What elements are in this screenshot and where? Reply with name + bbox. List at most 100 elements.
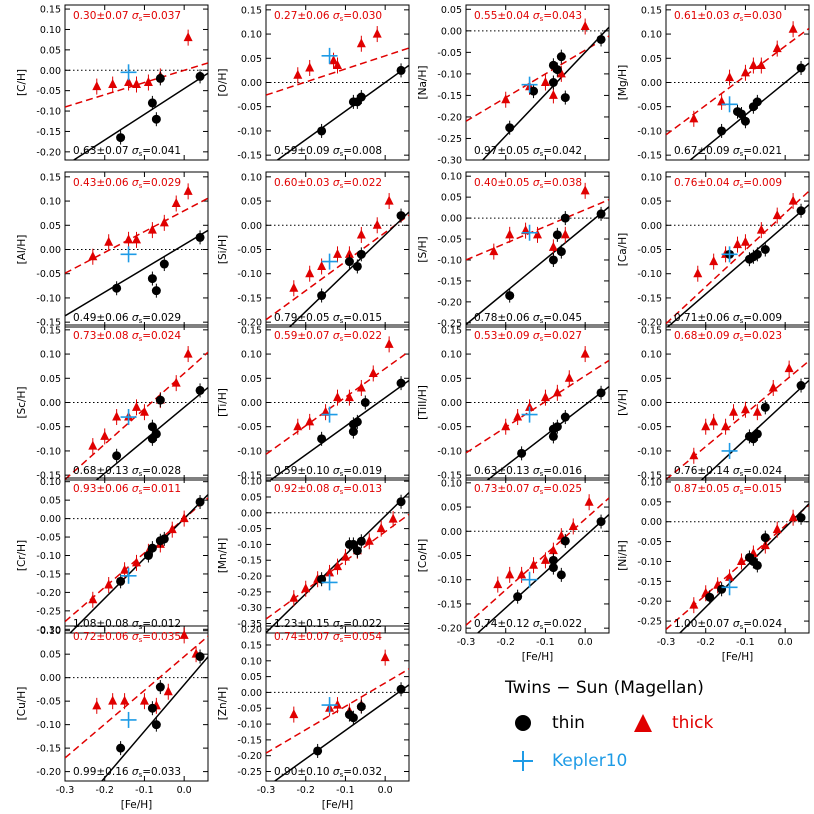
thick-point bbox=[384, 195, 394, 205]
thick-point bbox=[163, 686, 173, 696]
thick-point bbox=[88, 251, 98, 261]
thick-point bbox=[489, 246, 499, 256]
panel-plot-area bbox=[266, 649, 409, 781]
thick-point bbox=[333, 248, 342, 258]
thick-point bbox=[689, 113, 699, 123]
y-tick-label: 0.10 bbox=[40, 25, 61, 36]
y-tick-label: -0.10 bbox=[237, 126, 262, 137]
y-tick-label: 0.00 bbox=[40, 398, 61, 409]
thin-fit-annotation: 0.74±0.12 σs=0.022 bbox=[474, 618, 582, 631]
thick-point bbox=[92, 81, 102, 91]
thick-fit-annotation: 0.92±0.08 σs=0.013 bbox=[274, 483, 382, 496]
thin-point bbox=[717, 126, 727, 136]
y-tick-label: -0.15 bbox=[437, 599, 462, 610]
y-axis-label: [Ni/H] bbox=[617, 540, 629, 570]
y-axis-label: [Si/H] bbox=[217, 235, 229, 264]
thick-point bbox=[132, 557, 141, 567]
panel-7: 0.100.050.00-0.05-0.10-0.15-0.20[Ca/H]0.… bbox=[617, 171, 810, 329]
y-axis-label: [Cu/H] bbox=[16, 687, 28, 721]
thick-fit-annotation: 0.73±0.08 σs=0.024 bbox=[73, 330, 181, 343]
thin-point bbox=[344, 257, 354, 267]
thick-fit-line bbox=[666, 190, 809, 325]
thin-point bbox=[596, 517, 606, 527]
thick-fit-line bbox=[466, 497, 609, 626]
panel-3: 0.150.100.050.00-0.05-0.10-0.15[Mg/H]0.6… bbox=[617, 4, 810, 162]
y-tick-label: -0.20 bbox=[237, 572, 262, 583]
thick-point bbox=[183, 32, 193, 42]
thin-fit-annotation: 0.63±0.13 σs=0.016 bbox=[474, 465, 582, 478]
y-tick-label: -0.20 bbox=[36, 147, 61, 158]
y-tick-label: 0.10 bbox=[641, 172, 662, 183]
y-tick-label: 0.00 bbox=[40, 245, 61, 256]
thin-fit-annotation: 0.99±0.16 σs=0.033 bbox=[73, 766, 181, 779]
thin-point bbox=[396, 378, 406, 388]
thick-point bbox=[552, 387, 562, 397]
y-tick-label: -0.25 bbox=[437, 318, 462, 329]
thin-point bbox=[560, 536, 570, 546]
thick-fit-line bbox=[666, 360, 809, 480]
y-tick-label: 0.10 bbox=[441, 172, 462, 183]
thick-point bbox=[340, 551, 350, 561]
thin-point bbox=[796, 381, 806, 391]
thin-fit-annotation: 1.00±0.07 σs=0.024 bbox=[674, 618, 782, 631]
panel-plot-area bbox=[266, 193, 409, 327]
thick-point bbox=[368, 367, 378, 377]
thick-fit-annotation: 0.73±0.07 σs=0.025 bbox=[474, 483, 582, 496]
thin-marker-icon bbox=[515, 715, 531, 731]
thin-point bbox=[705, 592, 715, 602]
thick-point bbox=[580, 348, 590, 358]
y-tick-label: 0.10 bbox=[241, 30, 262, 41]
y-tick-label: -0.20 bbox=[36, 588, 61, 599]
panel-14: 0.100.050.00-0.05-0.10-0.15-0.20-0.3-0.2… bbox=[417, 477, 610, 663]
y-tick-label: 0.00 bbox=[441, 214, 462, 225]
y-tick-label: 0.15 bbox=[241, 640, 262, 651]
thick-point bbox=[289, 592, 299, 602]
thick-point bbox=[305, 62, 315, 72]
thick-point bbox=[317, 260, 327, 270]
thin-point bbox=[560, 412, 570, 422]
thin-point bbox=[155, 73, 165, 83]
thick-point bbox=[725, 571, 735, 581]
thin-point bbox=[513, 592, 523, 602]
thin-fit-line bbox=[689, 62, 809, 160]
y-tick-label: -0.15 bbox=[237, 151, 262, 162]
thin-point bbox=[112, 283, 122, 293]
thick-point bbox=[768, 382, 778, 392]
y-tick-label: 0.05 bbox=[641, 54, 662, 65]
thin-point bbox=[552, 230, 562, 240]
y-tick-label: 0.00 bbox=[241, 78, 262, 89]
thin-fit-annotation: 0.79±0.05 σs=0.015 bbox=[274, 312, 382, 325]
y-tick-label: 0.10 bbox=[40, 626, 61, 637]
y-tick-label: -0.10 bbox=[637, 126, 662, 137]
y-tick-label: -0.35 bbox=[237, 619, 262, 630]
thin-point bbox=[317, 434, 327, 444]
thin-point bbox=[396, 684, 406, 694]
thin-fit-line bbox=[95, 387, 208, 480]
thin-fit-annotation: 0.90±0.10 σs=0.032 bbox=[274, 766, 382, 779]
thick-point bbox=[344, 392, 354, 402]
panel-frame bbox=[465, 4, 610, 161]
thick-point bbox=[772, 524, 782, 534]
thick-point bbox=[100, 430, 110, 440]
legend-title: Twins − Sun (Magellan) bbox=[505, 678, 704, 698]
x-tick-label: -0.3 bbox=[257, 785, 276, 796]
thin-fit-line bbox=[273, 684, 409, 781]
thick-point bbox=[721, 421, 731, 431]
y-tick-label: -0.15 bbox=[437, 471, 462, 482]
thin-fit-annotation: 0.63±0.07 σs=0.041 bbox=[73, 145, 181, 158]
thin-point bbox=[556, 52, 566, 62]
y-tick-label: -0.05 bbox=[637, 422, 662, 433]
x-tick-label: -0.1 bbox=[336, 785, 355, 796]
thick-point bbox=[132, 79, 141, 89]
thick-point bbox=[580, 185, 590, 195]
y-tick-label: 0.00 bbox=[40, 673, 61, 684]
y-tick-label: 0.10 bbox=[641, 350, 662, 361]
thick-point bbox=[689, 599, 699, 609]
thin-point bbox=[352, 417, 362, 427]
y-tick-label: -0.05 bbox=[437, 551, 462, 562]
thin-point bbox=[752, 97, 762, 107]
thin-point bbox=[740, 116, 750, 126]
y-tick-label: -0.05 bbox=[36, 422, 61, 433]
thick-fit-line bbox=[666, 27, 809, 136]
thick-fit-line bbox=[65, 635, 208, 759]
